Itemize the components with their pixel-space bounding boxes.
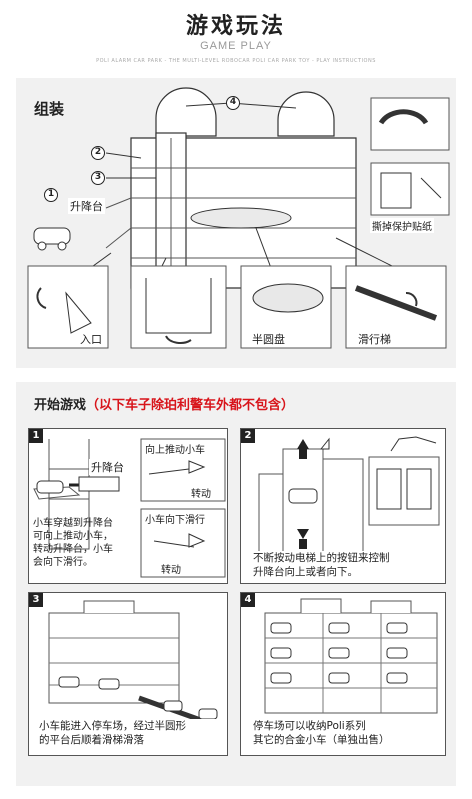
assembly-section: 组装 1 2 3 4 升降台 撕掉保护贴纸 入口 半圆盘 滑行梯 (16, 78, 456, 368)
play-section: 开始游戏（以下车子除珀利警车外都不包含） 1 升降台 向上推动小 (16, 382, 456, 786)
step-number-1: 1 (44, 188, 58, 202)
page-subtitle: GAME PLAY (200, 40, 272, 52)
panel-2-number: 2 (241, 429, 255, 443)
play-panel-4: 4 停车场可以收纳Poli系列 其它的合金小车（单独出售） (240, 592, 446, 756)
assembly-illustration (27, 87, 450, 349)
play-panel-2: 2 不断按动电梯上的按钮来控制 升降台向上或者向下。 (240, 428, 446, 584)
panel-4-number: 4 (241, 593, 255, 607)
fine-print: POLI ALARM CAR PARK - THE MULTI-LEVEL RO… (96, 58, 376, 64)
half-disc-label: 半圆盘 (250, 331, 287, 347)
entrance-label: 入口 (78, 331, 104, 347)
play-panel-3: 3 小车能进入停车场，经过半圆形 的平台后顺着滑梯滑落 (28, 592, 228, 756)
page-title: 游戏玩法 (185, 14, 286, 39)
step-number-3: 3 (91, 171, 105, 185)
step-number-4: 4 (226, 96, 240, 110)
assembly-heading: 组装 (34, 100, 65, 118)
slide-label: 滑行梯 (356, 331, 393, 347)
panel-3-number: 3 (29, 593, 43, 607)
panel-1-slide-down-label: 小车向下滑行 (143, 511, 207, 526)
panel-1-push-up-label: 向上推动小车 (143, 441, 207, 456)
panel-1-lift-label: 升降台 (89, 459, 126, 475)
peel-sticker-label: 撕掉保护贴纸 (370, 218, 434, 233)
play-heading-row: 开始游戏（以下车子除珀利警车外都不包含） (34, 394, 294, 413)
panel-4-caption: 停车场可以收纳Poli系列 其它的合金小车（单独出售） (253, 719, 443, 747)
play-note: （以下车子除珀利警车外都不包含） (86, 398, 295, 413)
panel-1-rotate-label-1: 转动 (189, 485, 213, 500)
step-number-2: 2 (91, 146, 105, 160)
panel-3-caption: 小车能进入停车场，经过半圆形 的平台后顺着滑梯滑落 (39, 719, 227, 747)
play-panel-1: 1 升降台 向上推动小车 转动 小车向下滑行 转动 小车穿越到升降台 可向上推动… (28, 428, 228, 584)
lift-label: 升降台 (68, 198, 105, 214)
panel-1-number: 1 (29, 429, 43, 443)
panel-2-caption: 不断按动电梯上的按钮来控制 升降台向上或者向下。 (253, 551, 443, 579)
panel-1-caption: 小车穿越到升降台 可向上推动小车， 转动升降台，小车 会向下滑行。 (33, 518, 113, 568)
play-heading: 开始游戏 (34, 398, 87, 413)
panel-1-rotate-label-2: 转动 (159, 561, 183, 576)
